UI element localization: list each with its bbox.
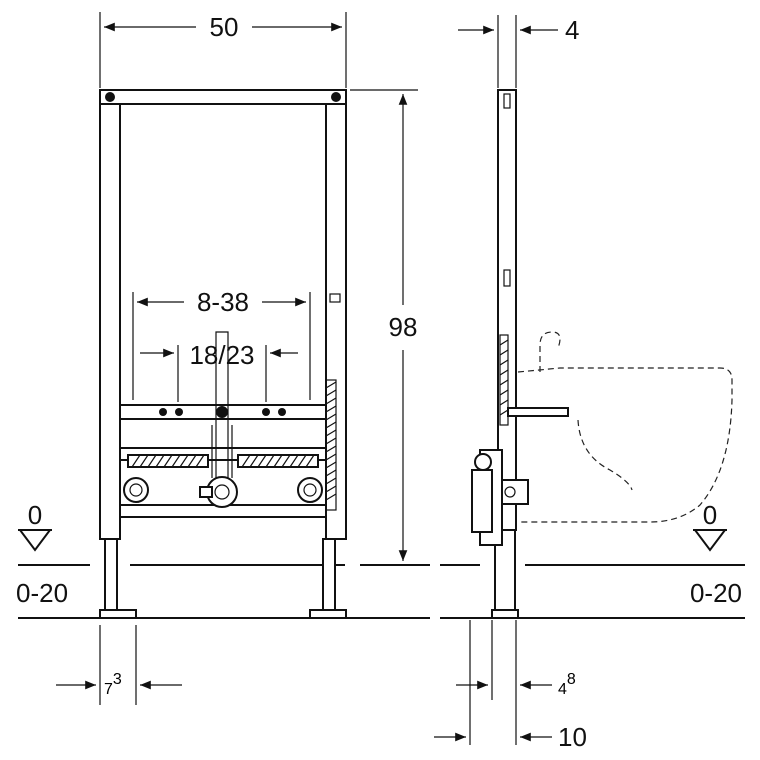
front-dimensions (56, 12, 418, 705)
side-total-label: 10 (558, 722, 587, 752)
floor-lines (18, 564, 745, 619)
front-view-frame (99, 89, 347, 619)
level-marker-left (18, 529, 52, 552)
level-marker-right (693, 529, 727, 552)
side-view (434, 15, 733, 745)
left-zero-label: 0 (28, 500, 42, 530)
left-range-label: 0-20 (16, 578, 68, 608)
right-range-label: 0-20 (690, 578, 742, 608)
side-foot-label: 48 (558, 671, 576, 698)
frame-height-label: 98 (389, 312, 418, 342)
frame-width-label: 50 (210, 12, 239, 42)
bracket-spacing-label: 8-38 (197, 287, 249, 317)
bidet-outline (517, 367, 733, 523)
connection-spacing-label: 18/23 (189, 340, 254, 370)
side-depth-label: 4 (565, 15, 579, 45)
right-zero-label: 0 (703, 500, 717, 530)
foot-width-label: 73 (104, 671, 122, 698)
